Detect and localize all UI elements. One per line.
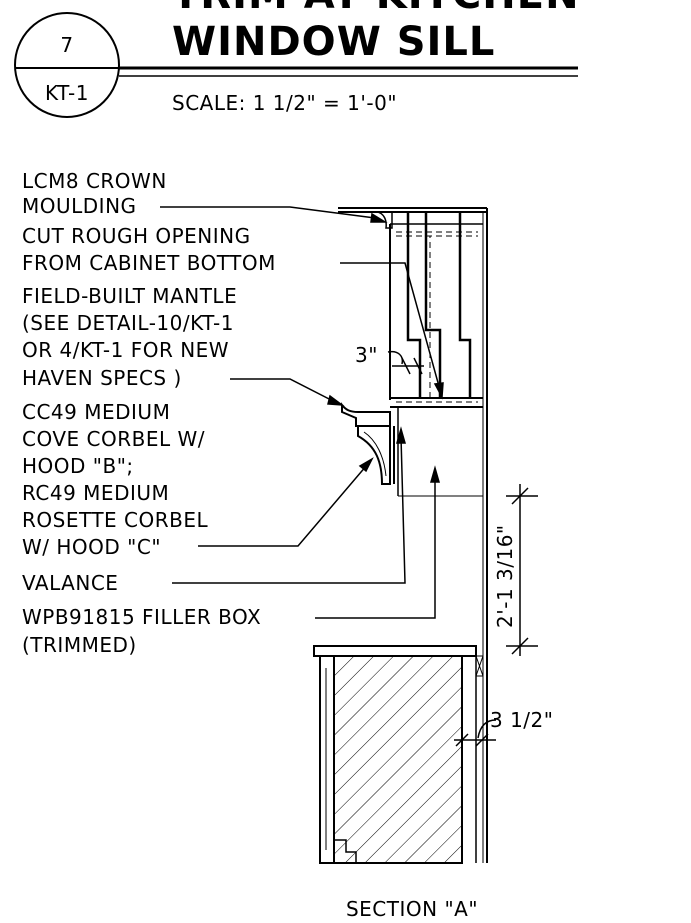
callout-mantle: FIELD-BUILT MANTLE (SEE DETAIL-10/KT-1 O…	[22, 284, 237, 390]
detail-number: 7	[60, 33, 73, 57]
leader-valance	[172, 436, 406, 584]
callout-text: (TRIMMED)	[22, 633, 137, 657]
base-cabinet	[313, 645, 484, 864]
callout-text: FROM CABINET BOTTOM	[22, 251, 276, 275]
callout-text: W/ HOOD "C"	[22, 535, 161, 559]
leader-arrow	[358, 457, 374, 473]
callout-text: VALANCE	[22, 571, 118, 595]
callout-text: LCM8 CROWN	[22, 169, 167, 193]
drawing-title-line2: WINDOW SILL	[172, 19, 495, 65]
scale-note: SCALE: 1 1/2" = 1'-0"	[172, 91, 397, 115]
mantle	[341, 402, 391, 427]
callout-corbel: CC49 MEDIUM COVE CORBEL W/ HOOD "B"; RC4…	[22, 400, 209, 559]
callout-text: ROSETTE CORBEL	[22, 508, 209, 532]
callout-text: HOOD "B";	[22, 454, 134, 478]
wall-section	[338, 207, 488, 863]
leader-mantle	[230, 378, 336, 403]
dim-3in	[387, 350, 424, 375]
callout-filler-box: WPB91815 FILLER BOX (TRIMMED)	[22, 605, 261, 657]
leader-arrow	[370, 212, 388, 223]
corbel	[357, 425, 395, 485]
drawing-title-line1: TRIM AT KITCHEN	[172, 0, 580, 18]
callout-text: COVE CORBEL W/	[22, 427, 205, 451]
dimension-height: 2'-1 3/16"	[493, 524, 517, 628]
sheet-reference: KT-1	[45, 81, 89, 105]
leader-arrow	[327, 394, 345, 406]
callout-text: RC49 MEDIUM	[22, 481, 169, 505]
leader-arrow	[430, 465, 440, 483]
callout-text: MOULDING	[22, 194, 137, 218]
callout-text: FIELD-BUILT MANTLE	[22, 284, 237, 308]
callout-text: WPB91815 FILLER BOX	[22, 605, 261, 629]
callout-valance: VALANCE	[22, 571, 118, 595]
callout-text: CUT ROUGH OPENING	[22, 224, 251, 248]
callout-text: OR 4/KT-1 FOR NEW	[22, 338, 229, 362]
callout-text: HAVEN SPECS )	[22, 366, 182, 390]
leader-filler-box	[315, 476, 436, 619]
dimension-3-5in: 3 1/2"	[490, 708, 553, 732]
leader-arrow	[396, 426, 406, 444]
leader-rough-opening	[340, 262, 441, 391]
leader-crown	[160, 206, 376, 219]
leader-corbel	[198, 464, 368, 547]
callout-rough-opening: CUT ROUGH OPENING FROM CABINET BOTTOM	[22, 224, 276, 275]
dimension-3in: 3"	[355, 343, 378, 367]
dim-3-5in	[454, 719, 497, 747]
callout-crown-moulding: LCM8 CROWN MOULDING	[22, 169, 167, 218]
dim-height	[506, 484, 538, 656]
valance-filler	[397, 407, 483, 497]
callout-text: CC49 MEDIUM	[22, 400, 170, 424]
detail-bubble	[14, 12, 120, 118]
section-label: SECTION "A"	[346, 897, 478, 921]
leader-lines	[160, 206, 444, 619]
callout-text: (SEE DETAIL-10/KT-1	[22, 311, 234, 335]
